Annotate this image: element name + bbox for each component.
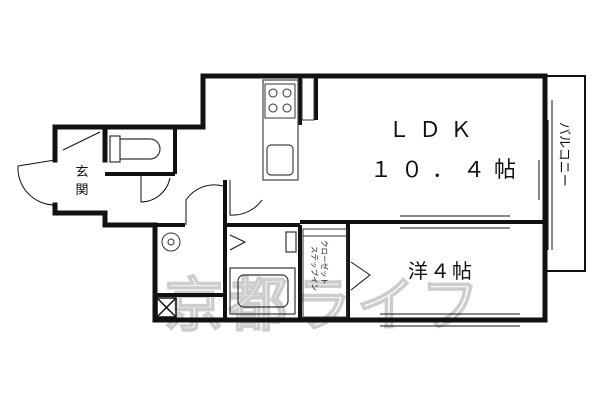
entrance-door <box>17 159 56 206</box>
western-room-label: 洋４帖 <box>408 259 474 283</box>
stove-icon <box>264 83 296 119</box>
balcony-label: バルコニー <box>556 122 571 187</box>
ldk-size-label: １０．４帖 <box>370 158 525 183</box>
entrance-label-2: 関 <box>75 183 88 198</box>
interior-walls <box>103 76 545 320</box>
step-in-closet <box>302 228 348 318</box>
kitchen-counter <box>262 79 299 181</box>
entrance-label-1: 玄 <box>75 165 88 180</box>
bathtub-icon <box>229 231 297 315</box>
watermark-text: 京都ライフ <box>165 271 485 339</box>
windows <box>380 160 540 327</box>
pipe-shaft-icon <box>156 297 177 318</box>
refrigerator-space <box>301 77 315 121</box>
entrance-step-line <box>62 131 101 151</box>
toilet-icon <box>109 135 161 163</box>
closet-label-1: クローゼット <box>320 240 330 285</box>
ldk-label: ＬＤＫ <box>388 118 481 143</box>
wash-basin-icon <box>161 232 181 252</box>
closet-label-2: ステップイン <box>310 246 319 291</box>
interior-doors <box>140 174 371 291</box>
balcony <box>544 75 586 272</box>
